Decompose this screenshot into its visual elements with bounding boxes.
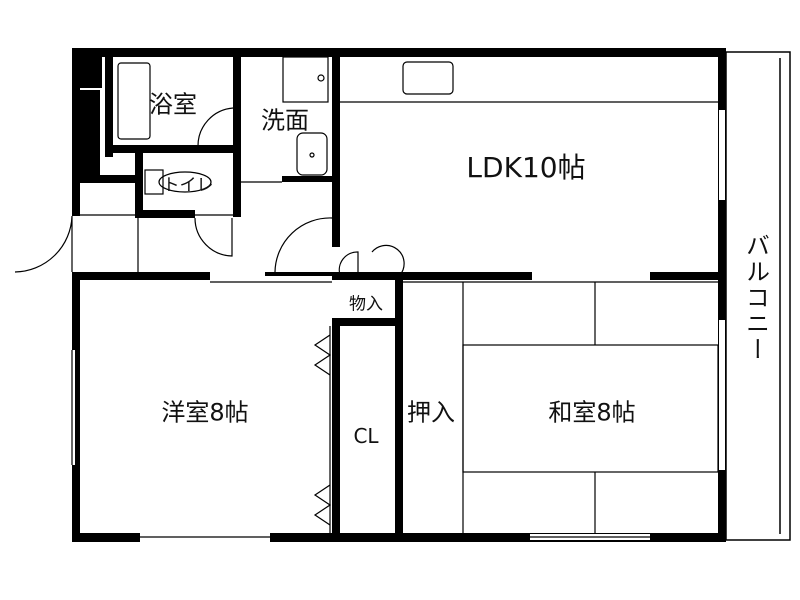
room-label-storage: 物入 <box>349 294 383 315</box>
room-label-japanese-room: 和室8帖 <box>548 398 636 427</box>
room-label-toilet: トイレ <box>162 175 214 196</box>
fixtures <box>14 56 725 540</box>
room-label-balcony: バルコニー <box>741 233 770 363</box>
walls <box>72 48 726 542</box>
room-label-closet: CL <box>353 424 379 448</box>
room-label-ldk: LDK10帖 <box>466 151 586 184</box>
room-label-oshiire: 押入 <box>407 398 455 427</box>
room-label-western-room: 洋室8帖 <box>161 398 249 427</box>
room-label-washroom: 洗面 <box>261 106 309 135</box>
room-label-bath: 浴室 <box>149 90 197 119</box>
